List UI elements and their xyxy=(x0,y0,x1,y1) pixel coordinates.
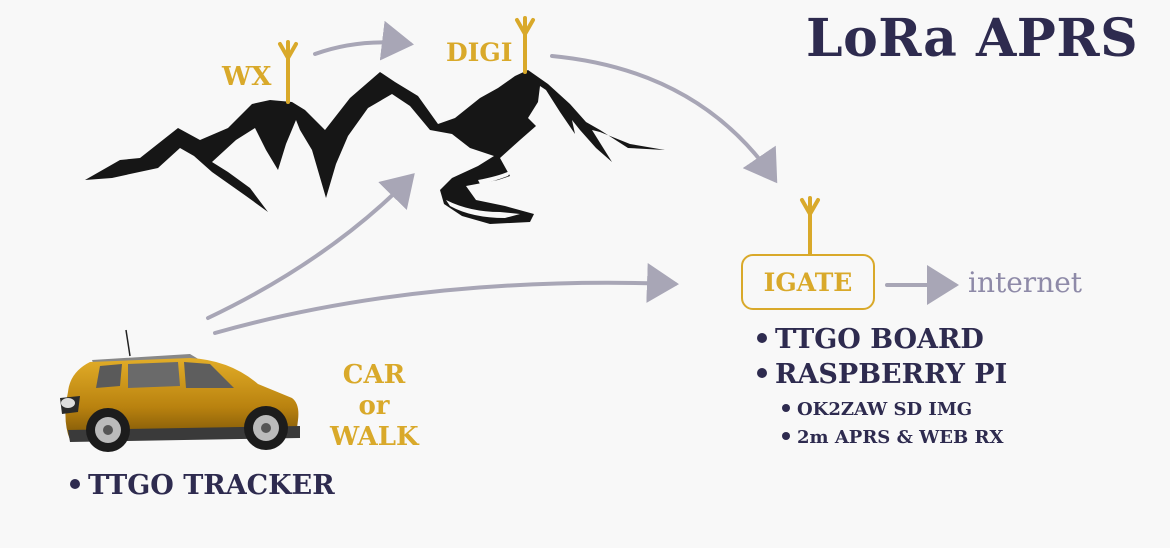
mountain-range xyxy=(85,70,665,224)
tracker-item: TTGO TRACKER xyxy=(88,470,335,501)
arrow-wx-to-digi xyxy=(313,20,414,61)
raspberry-pi-sublist: OK2ZAW SD IMG 2m APRS & WEB RX xyxy=(782,396,1003,452)
digi-node-label: DIGI xyxy=(446,38,513,67)
list-item: RASPBERRY PI xyxy=(757,357,1007,392)
igate-antenna-icon xyxy=(800,196,820,256)
mode-line-2: or xyxy=(358,391,390,421)
mode-line-1: CAR xyxy=(342,360,406,390)
igate-node-label: IGATE xyxy=(763,268,853,297)
car-or-walk-label: CAR or WALK xyxy=(330,360,419,453)
bullet-icon xyxy=(757,332,767,343)
arrow-digi-to-igate xyxy=(550,54,778,184)
igate-item-1: TTGO BOARD xyxy=(775,324,984,355)
bullet-icon xyxy=(782,432,790,440)
list-item: 2m APRS & WEB RX xyxy=(782,424,1003,452)
bullet-icon xyxy=(782,404,790,412)
igate-item-2: RASPBERRY PI xyxy=(775,359,1008,390)
wx-node-label: WX xyxy=(222,62,272,92)
igate-subitem-2: 2m APRS & WEB RX xyxy=(797,427,1004,448)
internet-label: internet xyxy=(968,266,1083,299)
igate-node-box: IGATE xyxy=(741,254,875,310)
list-item: OK2ZAW SD IMG xyxy=(782,396,1003,424)
page-title: LoRa APRS xyxy=(806,8,1139,69)
bullet-icon xyxy=(70,478,80,489)
digi-antenna-icon xyxy=(515,16,535,74)
mode-line-3: WALK xyxy=(330,422,419,452)
car-icon xyxy=(60,329,300,452)
tracker-list: TTGO TRACKER xyxy=(70,470,335,501)
igate-hardware-list: TTGO BOARD RASPBERRY PI xyxy=(757,322,1007,392)
bullet-icon xyxy=(757,367,767,378)
wx-antenna-icon xyxy=(278,40,298,104)
arrow-car-to-digi xyxy=(206,173,415,320)
list-item: TTGO BOARD xyxy=(757,322,1007,357)
arrow-car-to-igate xyxy=(213,263,679,335)
igate-subitem-1: OK2ZAW SD IMG xyxy=(797,399,973,420)
